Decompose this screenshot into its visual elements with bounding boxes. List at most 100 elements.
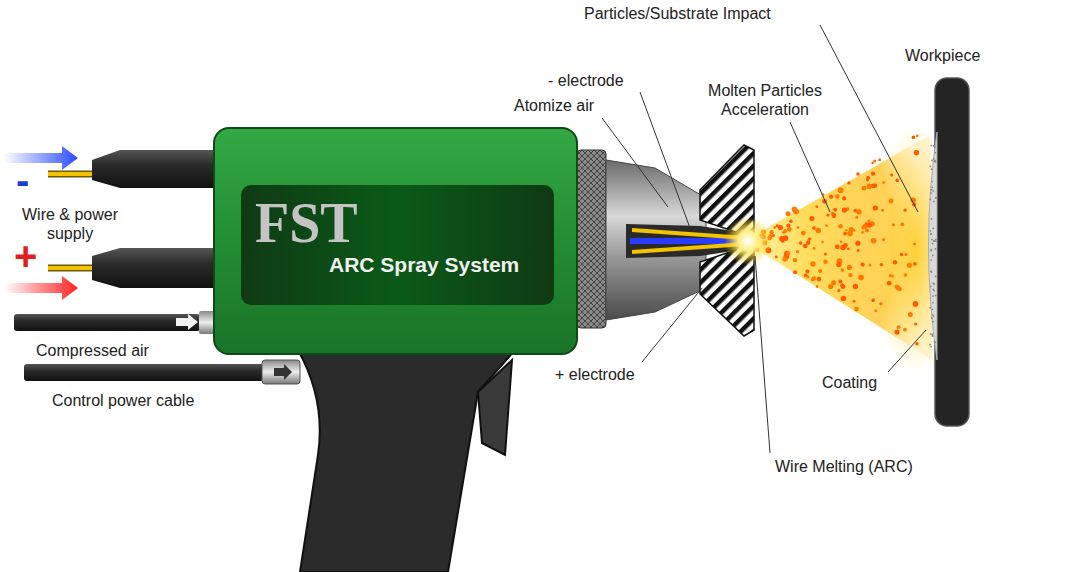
molten-particle	[904, 209, 907, 212]
molten-particle	[907, 263, 912, 268]
wire-feed-arrow	[4, 276, 78, 300]
molten-particle	[897, 325, 901, 329]
workpiece-bar	[935, 78, 969, 426]
molten-particle	[773, 226, 776, 229]
coating-speck	[933, 283, 935, 285]
molten-particle	[793, 270, 797, 274]
coating-speck	[931, 168, 933, 170]
molten-particle	[893, 260, 897, 264]
molten-particle	[896, 285, 901, 290]
molten-particle	[894, 330, 899, 335]
gun-handle	[298, 350, 515, 572]
molten-particle	[812, 276, 817, 281]
callout-label: Atomize air	[514, 96, 594, 115]
molten-particle	[873, 159, 876, 162]
molten-particle	[879, 302, 883, 306]
coating-speck	[931, 271, 933, 273]
molten-particle	[835, 194, 839, 198]
coating-speck	[930, 233, 932, 235]
coating-layer	[929, 132, 938, 360]
coating-texture	[929, 145, 937, 348]
callout-label: Coating	[822, 373, 877, 392]
coating-speck	[931, 333, 933, 335]
molten-particle	[841, 268, 845, 272]
coating-speck	[929, 344, 931, 346]
coating-speck	[934, 341, 936, 343]
molten-particle	[871, 238, 877, 244]
coating-speck	[929, 166, 931, 168]
molten-particle	[861, 263, 865, 267]
coating-speck	[933, 290, 935, 292]
coating-speck	[932, 321, 934, 323]
molten-particle	[890, 174, 893, 177]
polarity-sign: +	[14, 236, 37, 276]
coating-speck	[931, 181, 933, 183]
leader-line	[755, 256, 770, 453]
molten-particle	[782, 256, 787, 261]
molten-particle	[872, 298, 875, 301]
coating-speck	[932, 295, 934, 297]
molten-particle	[799, 241, 803, 245]
coating-speck	[934, 152, 936, 154]
power-cable	[92, 248, 215, 288]
molten-particle	[914, 322, 917, 325]
coating-speck	[930, 192, 932, 194]
coating-speck	[932, 190, 934, 192]
coating-speck	[930, 270, 932, 272]
callout-label: Particles/Substrate Impact	[584, 4, 771, 23]
molten-particle	[847, 265, 852, 270]
coating-speck	[930, 346, 932, 348]
molten-particle	[889, 199, 894, 204]
molten-particle	[855, 241, 860, 246]
coating-speck	[932, 228, 934, 230]
cable-connector	[262, 360, 300, 384]
molten-particle	[905, 253, 908, 256]
molten-particle	[871, 172, 875, 176]
molten-particle	[803, 244, 808, 249]
molten-particle	[912, 136, 916, 140]
callout-label: Workpiece	[905, 46, 980, 65]
molten-particle	[865, 229, 869, 233]
molten-particle	[787, 227, 792, 232]
brand-logo: FST	[255, 191, 358, 255]
molten-particle	[881, 209, 884, 212]
coating-speck	[930, 250, 932, 252]
gun-trigger	[478, 360, 512, 455]
molten-particle	[904, 273, 908, 277]
control-cable	[24, 364, 264, 381]
molten-particle	[841, 296, 847, 302]
molten-particle	[878, 159, 881, 162]
molten-particle	[853, 300, 856, 303]
molten-particle	[866, 179, 869, 182]
molten-particle	[849, 227, 854, 232]
coating-speck	[932, 255, 934, 257]
molten-particle	[847, 247, 850, 250]
coating-speck	[933, 201, 935, 203]
leader-line	[888, 330, 926, 372]
molten-particle	[869, 264, 872, 267]
molten-particle	[858, 275, 864, 281]
molten-particle	[778, 225, 783, 230]
molten-particle	[835, 244, 840, 249]
molten-particle	[916, 134, 919, 137]
molten-particle	[786, 223, 790, 227]
input-label: Compressed air	[36, 341, 149, 360]
molten-particle	[817, 277, 822, 282]
molten-particle	[867, 222, 872, 227]
product-name: ARC Spray System	[329, 253, 519, 277]
molten-particle	[793, 258, 797, 262]
air-hose	[14, 314, 200, 331]
coating-speck	[931, 189, 933, 191]
molten-particle	[840, 241, 843, 244]
input-label: Control power cable	[52, 391, 194, 410]
coating-speck	[931, 159, 933, 161]
coating-speck	[935, 248, 937, 250]
gun-body: FSTARC Spray System	[213, 127, 578, 355]
coating-speck	[935, 240, 937, 242]
molten-particle	[900, 253, 903, 256]
molten-particle	[818, 269, 822, 273]
molten-particle	[823, 260, 827, 264]
molten-particle	[786, 251, 791, 256]
coating-speck	[930, 259, 932, 261]
molten-particle	[871, 299, 874, 302]
